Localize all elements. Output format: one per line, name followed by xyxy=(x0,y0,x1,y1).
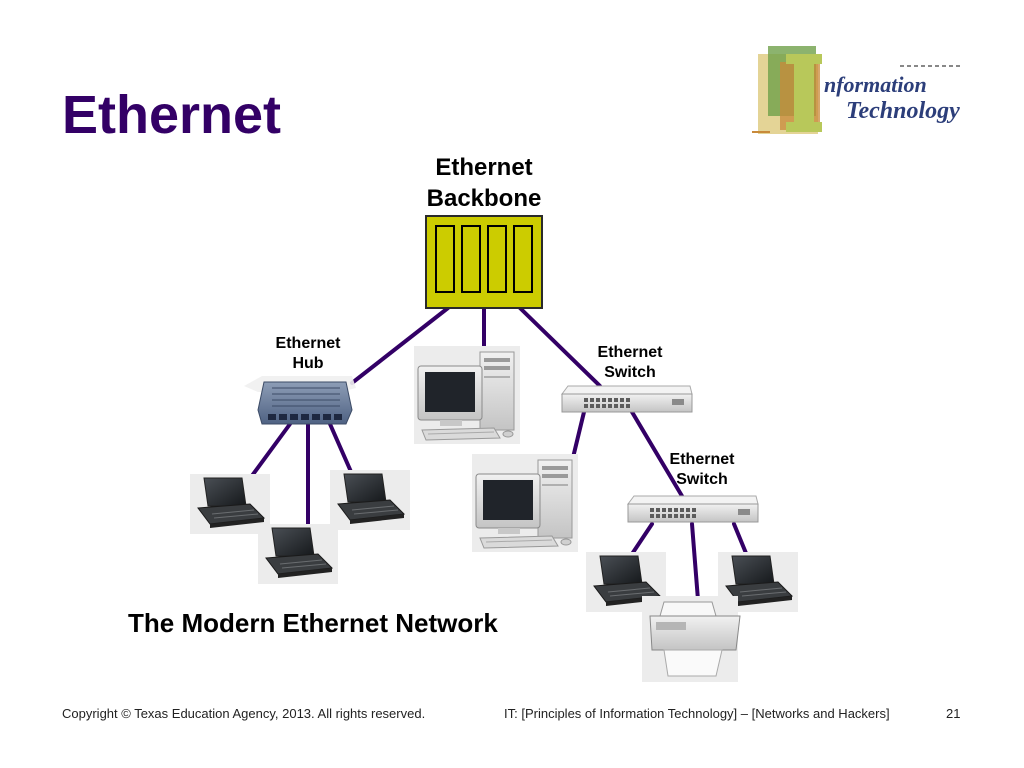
cable-backbone-hub xyxy=(350,306,450,385)
hub-device xyxy=(244,376,356,425)
cable-hub-laptop3 xyxy=(328,422,354,476)
switch-device-1 xyxy=(561,385,693,413)
laptop-2 xyxy=(257,523,339,585)
backbone-label: Ethernet Backbone xyxy=(426,154,542,212)
desktop-computer-1 xyxy=(413,345,521,445)
printer-device xyxy=(642,596,741,682)
cable-switch2-printer xyxy=(690,522,700,602)
switch-device-2 xyxy=(627,495,759,523)
switch-1-label: Ethernet Switch xyxy=(597,344,663,381)
hub-label: Ethernet Hub xyxy=(275,335,341,372)
footer-copyright: Copyright © Texas Education Agency, 2013… xyxy=(62,706,426,721)
logo-line1: nformation xyxy=(824,72,927,97)
switch-2-label: Ethernet Switch xyxy=(669,451,735,488)
cable-switch1-switch2 xyxy=(630,410,684,498)
page-number: 21 xyxy=(946,706,961,721)
laptop-3 xyxy=(329,469,411,531)
backbone-device xyxy=(425,215,543,309)
logo-line2: Technology xyxy=(846,98,960,124)
desktop-computer-2 xyxy=(471,453,579,553)
diagram-caption: The Modern Ethernet Network xyxy=(128,608,498,638)
information-technology-logo: nformation Technology xyxy=(750,40,968,140)
cable-backbone-switch xyxy=(518,306,602,388)
footer-course: IT: [Principles of Information Technolog… xyxy=(504,706,890,721)
slide-title: Ethernet xyxy=(62,85,282,145)
